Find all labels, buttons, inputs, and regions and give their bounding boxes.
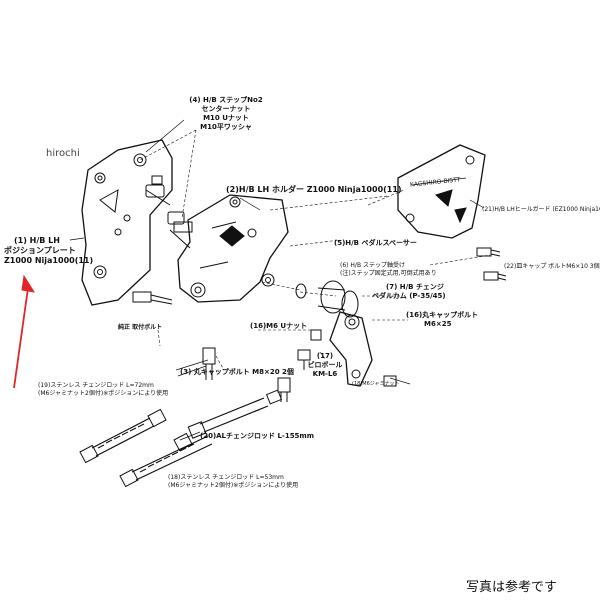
label-m6-u-nut: (16)M6 Uナット	[250, 322, 308, 330]
bolt-group-left	[132, 175, 173, 305]
watermark: hirochi	[46, 148, 80, 159]
footer-note: 写真は参考です	[466, 580, 558, 595]
label-step-bearing: (6) H/B ステップ軸受け (注)ステップ固定式用,可倒式用あり	[340, 262, 437, 277]
label-cap-bolt-m8x20: (3) 丸キャップボルト M8×20 2個	[180, 368, 294, 376]
pedal-spacer-bearing	[295, 247, 507, 318]
label-genuine-bolt: 純正 取付ボルト	[118, 324, 163, 331]
label-cap-screw-m6x10: (22)皿キャップ ボルトM6×10 3個	[504, 263, 600, 270]
label-step-no2: (4) H/B ステップNo2 センターナット M10 Uナット M10平ワッシ…	[189, 96, 263, 131]
red-arrow	[13, 274, 36, 389]
holder	[177, 194, 289, 303]
label-holder: (2)H/B LH ホルダー Z1000 Ninja1000(11)	[226, 185, 402, 194]
position-plate	[81, 139, 173, 306]
leader-lines	[69, 119, 485, 441]
label-change-pedal-arm: (7) H/B チェンジ ペダルカム (P-35/45)	[372, 283, 446, 300]
label-rod-72: (19)ステンレス チェンジロッド L=72mm (M6ジャミナット2個付)※ポ…	[38, 382, 169, 397]
change-rods	[79, 389, 283, 488]
step-no2-parts	[145, 189, 193, 249]
label-m6-jam-nut: (18)M6ジャミナット	[352, 381, 400, 387]
label-pillow-ball: (17) ピロボール KM-L6	[307, 352, 343, 378]
label-pedal-spacer: (5)H/B ペダルスペーサー	[334, 239, 417, 247]
label-rod-53: (18)ステンレス チェンジロッド L=53mm (M6ジャミナット2個付)※ポ…	[168, 474, 299, 489]
heel-guard	[397, 144, 486, 239]
label-heel-guard: (21)H/B LHヒールガード (EZ1000 Ninja1000)	[482, 206, 600, 213]
label-position-plate: (1) H/B LH ポジションプレート Z1000 Nija1000(11)	[4, 236, 94, 265]
guide-lines	[139, 129, 491, 371]
label-al-change-rod: (20)ALチェンジロッド L-155mm	[200, 432, 315, 440]
label-cap-bolt-m6x25: (16)丸キャップボルト M6×25	[406, 311, 479, 328]
change-pedal-arm	[329, 311, 397, 387]
cap-bolts-m8	[202, 347, 291, 402]
